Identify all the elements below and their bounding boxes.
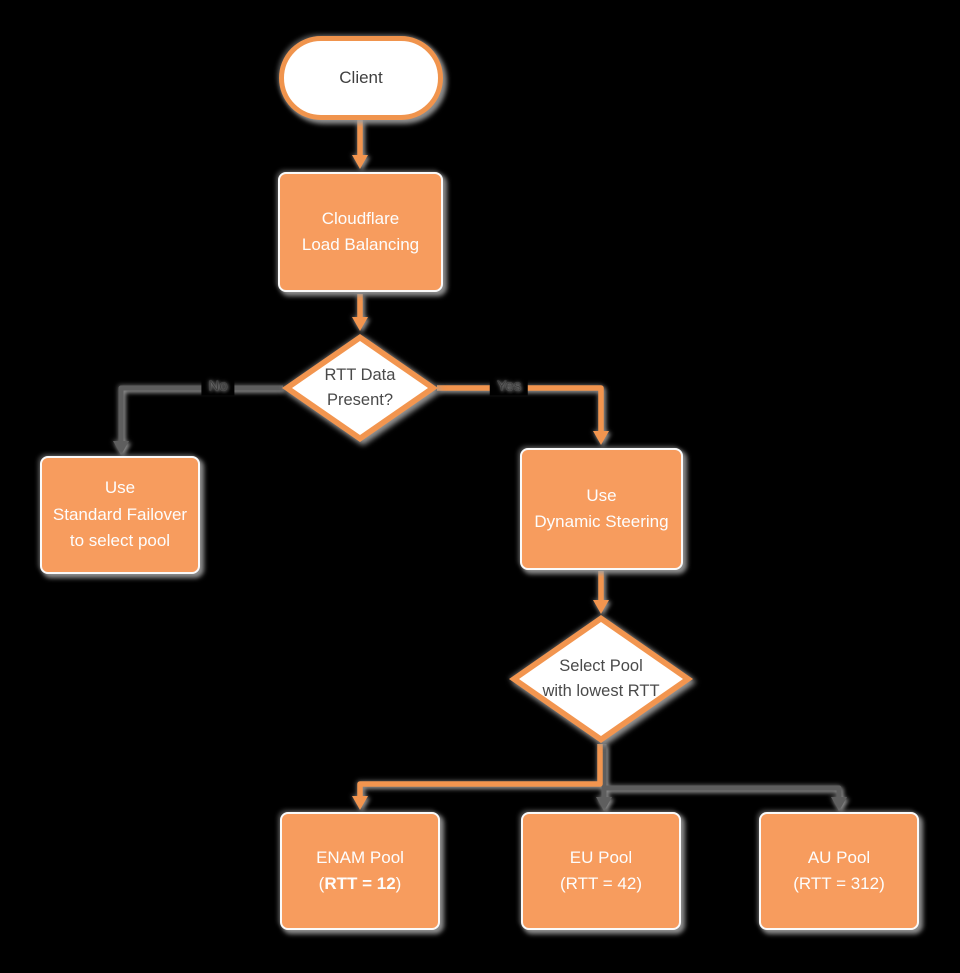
edge-enam-line xyxy=(357,744,603,797)
node-rtt-decision: RTT Data Present? xyxy=(282,334,438,442)
arrowhead-dynamic-steering xyxy=(593,431,609,445)
arrowhead-standard-failover xyxy=(113,441,129,455)
node-au-pool-label: AU Pool (RTT = 312) xyxy=(793,847,885,893)
edge-label-yes: Yes xyxy=(489,376,529,396)
gray-arrowheads xyxy=(113,441,847,811)
enam-rtt-line: (RTT = 12) xyxy=(318,874,402,893)
arrowhead-load-balancing xyxy=(352,155,368,169)
node-dynamic-steering-label: Use Dynamic Steering xyxy=(534,485,669,531)
node-select-pool-label: Select Pool with lowest RTT xyxy=(542,657,660,700)
node-dynamic-steering: Use Dynamic Steering xyxy=(520,448,683,570)
arrowhead-select-pool xyxy=(593,600,609,614)
node-standard-failover: Use Standard Failover to select pool xyxy=(40,456,200,574)
node-enam-pool: ENAM Pool (RTT = 12) xyxy=(280,812,440,930)
arrowhead-rtt-decision xyxy=(352,317,368,331)
node-load-balancing-label: Cloudflare Load Balancing xyxy=(301,208,420,254)
node-rtt-decision-label: RTT Data Present? xyxy=(324,366,396,409)
arrowhead-au-pool xyxy=(831,797,847,811)
node-eu-pool-label: EU Pool (RTT = 42) xyxy=(559,847,643,893)
node-au-pool: AU Pool (RTT = 312) xyxy=(759,812,919,930)
node-eu-pool: EU Pool (RTT = 42) xyxy=(521,812,681,930)
node-standard-failover-label: Use Standard Failover to select pool xyxy=(52,478,188,551)
orange-arrowheads xyxy=(352,155,609,810)
arrowhead-eu-pool xyxy=(596,797,612,811)
node-enam-pool-label: ENAM Pool (RTT = 12) xyxy=(316,845,404,898)
node-client: Client xyxy=(279,36,443,120)
edge-au-line xyxy=(604,785,842,797)
arrowhead-enam-pool xyxy=(352,796,368,810)
gray-edges xyxy=(118,385,842,797)
node-load-balancing: Cloudflare Load Balancing xyxy=(278,172,443,292)
node-select-pool: Select Pool with lowest RTT xyxy=(509,615,693,743)
node-client-label: Client xyxy=(339,68,383,87)
edge-no-line xyxy=(118,385,283,442)
edge-label-no: No xyxy=(201,376,235,396)
